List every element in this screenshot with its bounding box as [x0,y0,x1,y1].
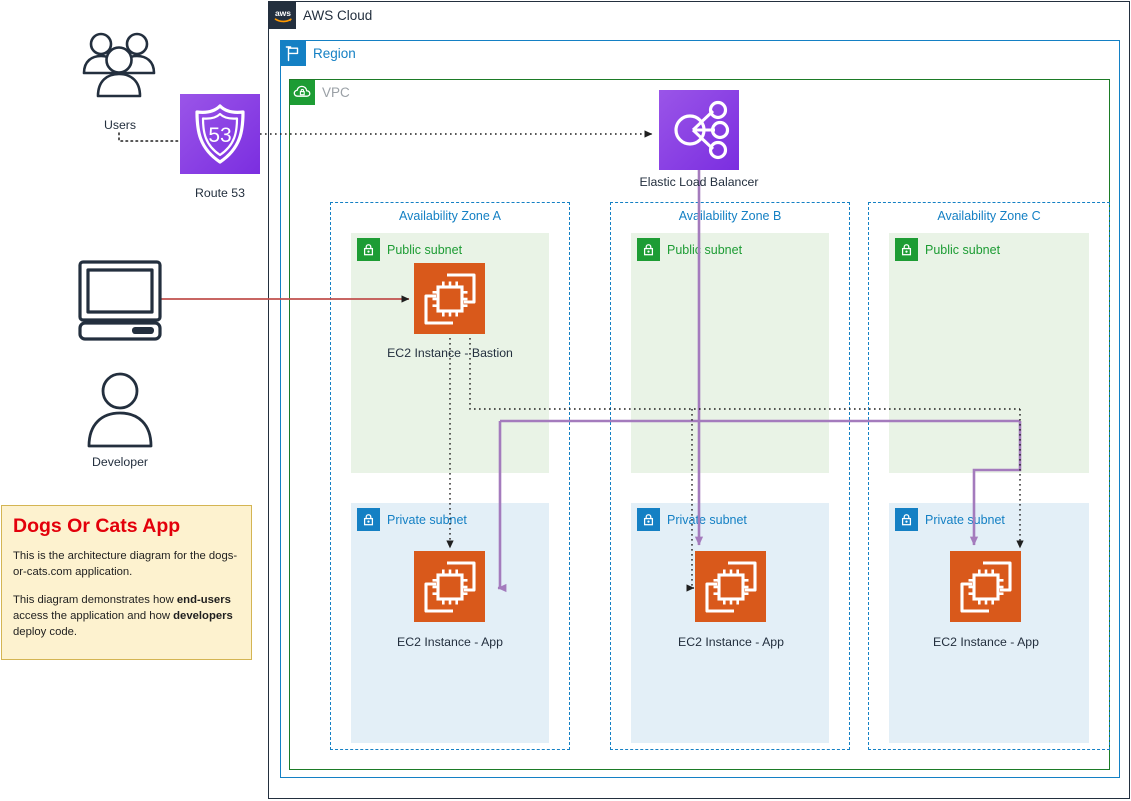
az-c-public-subnet: Public subnet [889,233,1089,473]
az-a-app-label: EC2 Instance - App [397,635,503,649]
aws-logo-icon: aws [269,2,296,29]
region-container [280,40,1120,778]
vpc-cloud-icon [290,80,315,105]
az-b-private-subnet-header: Private subnet [637,508,747,531]
users-label: Users [103,118,137,132]
route53-badge-text: 53 [208,124,231,147]
availability-zone-b: Availability Zone B Public subnet [610,202,850,750]
az-a-private-subnet-label: Private subnet [387,512,467,527]
az-a-private-subnet: Private subnet [351,503,549,743]
lock-icon [895,238,918,261]
ec2-instance-icon[interactable] [695,551,766,622]
az-c-app-label: EC2 Instance - App [933,635,1039,649]
availability-zone-c: Availability Zone C Public subnet [868,202,1110,750]
lock-icon [637,238,660,261]
note-box: Dogs Or Cats App This is the architectur… [1,505,252,660]
az-b-private-subnet: Private subnet [631,503,829,743]
route53-shield-icon[interactable]: 53 [180,94,260,174]
az-b-public-subnet-header: Public subnet [637,238,742,261]
az-a-bastion-label: EC2 Instance - Bastion [387,346,513,360]
az-b-public-subnet: Public subnet [631,233,829,473]
availability-zone-a-title: Availability Zone A [399,209,501,223]
lock-icon [357,508,380,531]
aws-cloud-label: AWS Cloud [303,7,373,23]
note-p2-text-1: This diagram demonstrates how [13,593,177,606]
availability-zone-c-title: Availability Zone C [937,209,1041,223]
lock-icon [895,508,918,531]
users-group-icon [80,28,160,113]
note-p2-text-3: deploy code. [13,625,78,638]
az-c-public-subnet-label: Public subnet [925,242,1001,257]
route53-label: Route 53 [195,186,245,200]
line-users-to-route53 [118,132,181,142]
note-paragraph-2: This diagram demonstrates how end-users … [13,592,240,640]
region-label: Region [313,45,356,61]
svg-text:aws: aws [274,8,290,18]
person-icon [86,370,154,455]
developer-label: Developer [91,455,149,469]
region-header: Region [281,41,356,66]
note-p2-bold-developers: developers [173,609,233,622]
az-b-public-subnet-label: Public subnet [667,242,743,257]
region-flag-icon [281,41,306,66]
elastic-load-balancer-icon[interactable] [659,90,739,170]
desktop-computer-icon [77,259,163,346]
note-paragraph-1: This is the architecture diagram for the… [13,550,238,579]
note-p2-text-2: access the application and how [13,609,174,622]
lock-icon [357,238,380,261]
az-b-app-label: EC2 Instance - App [678,635,784,649]
az-c-private-subnet-label: Private subnet [925,512,1005,527]
az-b-private-subnet-label: Private subnet [667,512,747,527]
az-a-public-subnet-header: Public subnet [357,238,462,261]
note-p2-bold-end-users: end-users [176,593,231,606]
vpc-header: VPC [290,80,350,105]
vpc-label: VPC [322,84,350,100]
ec2-instance-icon[interactable] [414,263,485,334]
aws-cloud-header: aws AWS Cloud [269,2,372,29]
ec2-instance-icon[interactable] [414,551,485,622]
note-title: Dogs Or Cats App [13,515,181,537]
elastic-load-balancer-label: Elastic Load Balancer [639,175,759,189]
az-a-private-subnet-header: Private subnet [357,508,467,531]
availability-zone-b-title: Availability Zone B [678,209,782,223]
az-a-public-subnet-label: Public subnet [387,242,463,257]
ec2-instance-icon[interactable] [950,551,1021,622]
lock-icon [637,508,660,531]
az-c-private-subnet: Private subnet [889,503,1089,743]
az-c-public-subnet-header: Public subnet [895,238,1000,261]
az-c-private-subnet-header: Private subnet [895,508,1005,531]
